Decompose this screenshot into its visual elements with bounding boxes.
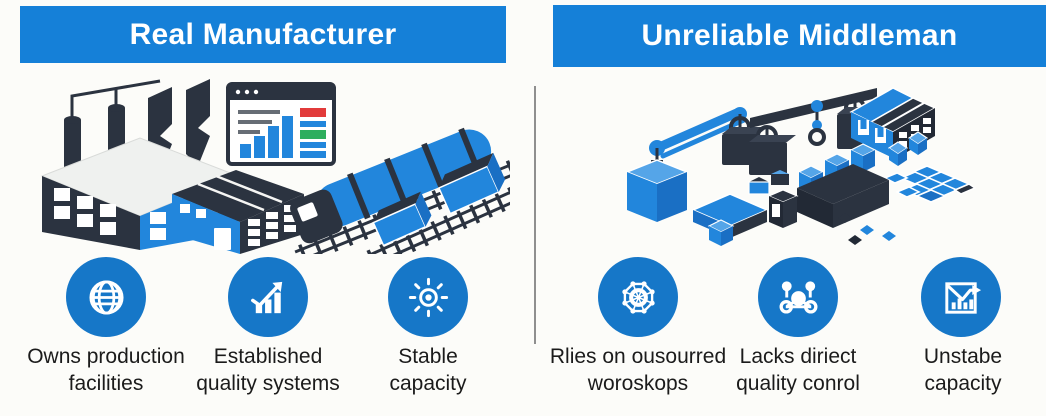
scattered-boxes <box>691 170 799 246</box>
caption-line: quality systems <box>196 372 340 395</box>
right-panel-header: Unreliable Middleman <box>553 5 1046 67</box>
feature-icon-circle <box>66 257 146 337</box>
wagon <box>372 191 432 247</box>
caption-line: Rlies on ousourred <box>549 345 727 368</box>
growth-chart-icon <box>250 281 282 313</box>
left-panel-header: Real Manufacturer <box>20 6 506 63</box>
small-cube <box>707 219 735 246</box>
rail-track <box>352 186 510 254</box>
feature-icon-circle <box>758 257 838 337</box>
pallet-grid <box>883 165 977 203</box>
caption-line: Stable <box>398 345 458 368</box>
caption-line: Unstabe <box>923 345 1003 368</box>
feature-icon-circle <box>388 257 468 337</box>
middleman-illustration <box>624 87 977 246</box>
feature-caption: Established quality systems <box>178 343 358 397</box>
feature-icon-circle <box>598 257 678 337</box>
feature-caption: Unstabe capacity <box>899 343 1027 397</box>
wagon <box>437 152 506 215</box>
hanging-crate <box>749 125 796 175</box>
sun-icon <box>408 277 448 317</box>
caption-line: Established <box>213 345 323 368</box>
caption-line: capacity <box>389 372 467 395</box>
dashboard-bar-chart <box>240 116 293 158</box>
crane-arm <box>624 107 768 222</box>
gear-network-icon <box>621 280 655 314</box>
caption-line: Lacks diriect <box>739 345 857 368</box>
mini-stack <box>748 170 789 195</box>
feature-caption: Rlies on ousourred woroskops <box>536 343 740 397</box>
globe-icon <box>88 279 124 315</box>
hook-ring <box>808 128 826 146</box>
small-blue-cubes <box>887 131 929 166</box>
blue-cube <box>624 159 690 222</box>
feature-icon-circle <box>228 257 308 337</box>
flat-slab <box>691 193 769 238</box>
warehouse-building <box>849 87 937 166</box>
dashboard-legend-bars <box>300 108 326 158</box>
feature-icon-circle <box>921 257 1001 337</box>
freight-train <box>290 127 510 254</box>
tiny-diamonds <box>838 213 896 245</box>
right-panel-title: Unreliable Middleman <box>641 19 958 52</box>
caption-line: capacity <box>924 372 1002 395</box>
analytics-dashboard-window <box>226 82 336 166</box>
slot-box <box>767 189 799 228</box>
factory-buildings <box>40 79 304 254</box>
feature-caption: Lacks diriect quality conrol <box>706 343 890 397</box>
molecule-icon <box>779 280 817 314</box>
feature-caption: Owns production facilities <box>6 343 206 397</box>
caption-line: quality conrol <box>736 372 860 395</box>
feature-caption: Stable capacity <box>366 343 490 397</box>
hook-pulley <box>812 120 822 130</box>
manufacturer-illustration <box>40 79 510 254</box>
cargo-wagons <box>352 152 510 254</box>
left-panel-title: Real Manufacturer <box>129 17 397 51</box>
panel-divider <box>534 86 536 344</box>
caption-line: woroskops <box>587 372 689 395</box>
caption-line: Owns production <box>27 345 185 368</box>
volatile-chart-icon <box>944 281 981 314</box>
caption-line: facilities <box>68 372 144 395</box>
